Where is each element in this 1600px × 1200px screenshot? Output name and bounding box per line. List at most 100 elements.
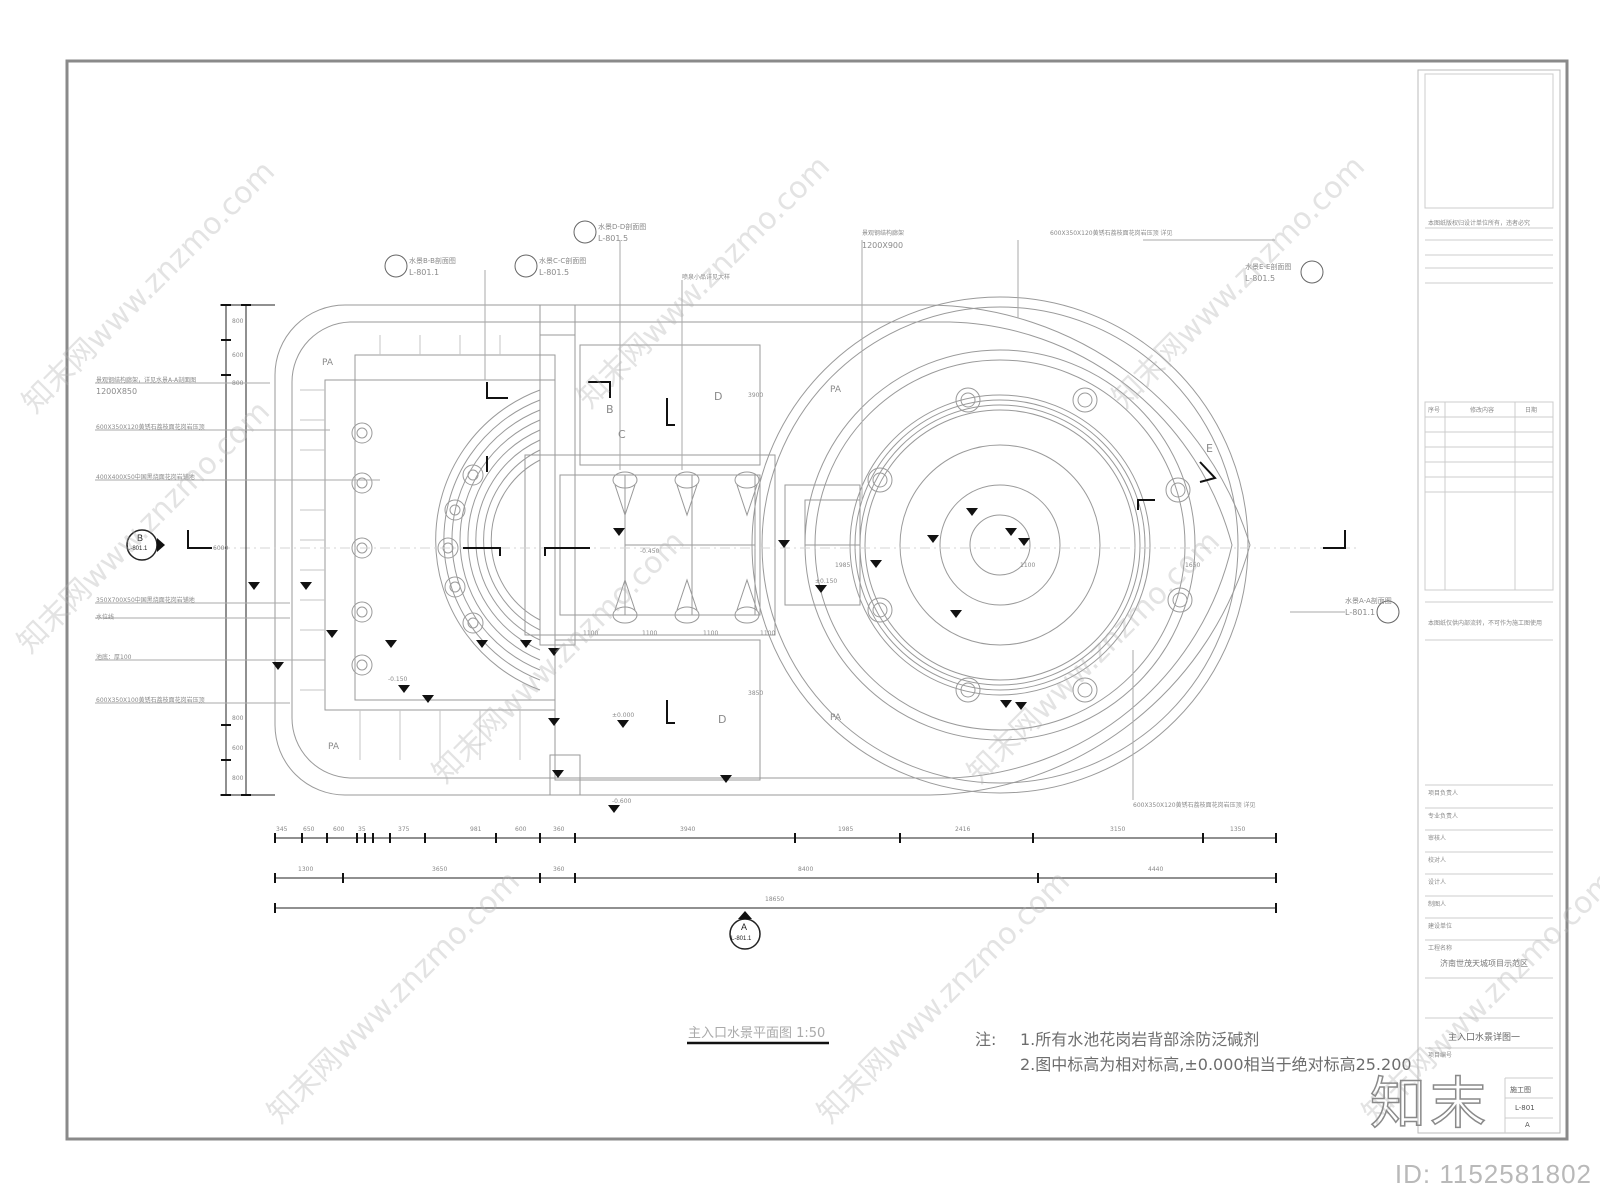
tb-sheet-label: 项目编号 [1428,1052,1453,1059]
dim-r1-8: 3940 [680,826,696,833]
dim-r2-4: 4440 [1148,866,1164,873]
leader-10: 水位线 [96,614,115,621]
leader-9: 350X700X50中国黑烧面花岗岩铺地 [96,597,195,604]
tb-row-0: 项目负责人 [1428,790,1459,797]
section-cut-marks [187,381,1346,724]
callout-d-ref: L-801.5 [598,234,629,243]
callout-b: 水景B-B剖面图 [409,257,456,265]
callout-a: 水景A-A剖面图 [1345,597,1392,605]
outer-frame [65,59,1569,1141]
tb-row-1: 专业负责人 [1428,813,1459,820]
dim-in-6: 1650 [1185,562,1201,569]
leader-7: 600X350X120黄锈石荔枝面花岗岩压顶 详见 [1050,230,1173,237]
image-id: ID: 1152581802 [1394,1159,1592,1189]
callout-a-ref: L-801.1 [1345,608,1376,617]
callout-e-ref: L-801.5 [1245,274,1276,283]
elev-4: -0.600 [612,798,632,805]
elev-3: -0.450 [640,548,660,555]
leader-1: 景观钢结构廊架，详见水景A-A剖面图 [96,377,197,384]
dim-r1-7: 360 [553,826,565,833]
tb-rev-h0: 序号 [1428,407,1441,414]
zone-d-1: D [714,390,723,403]
tb-row-4: 设计人 [1428,879,1447,886]
dim-r1-1: 650 [303,826,315,833]
dim-left-4: 800 [232,715,244,722]
dim-r2-2: 360 [553,866,565,873]
tb-row-3: 校对人 [1428,857,1447,864]
revision-table [1424,401,1554,591]
note-1: 1.所有水池花岗岩背部涂防泛碱剂 [1020,1030,1260,1049]
leader-13: 600X350X120黄锈石荔枝面花岗岩压顶 详见 [1133,802,1256,809]
ring-lamps [867,387,1193,703]
zone-e: E [1206,442,1213,455]
leader-11: 池底：厚100 [96,654,132,661]
drawing-title: 主入口水景平面图 1:50 [688,1026,826,1041]
tb-row-5: 制图人 [1428,901,1447,908]
zone-b: B [606,403,614,416]
tb-rev-h2: 日期 [1525,407,1538,414]
tb-stamp-note: 本图纸仅供内部流转，不可作为施工图使用 [1428,620,1543,627]
leader-lines [95,239,1345,800]
tb-rev-h1: 修改内容 [1470,407,1495,414]
callout-e: 水景E-E剖面图 [1245,263,1292,271]
dim-in-8: 3850 [748,690,764,697]
section-markers [126,529,761,950]
dim-in-4: 1985 [835,562,851,569]
dim-r1-11: 3150 [1110,826,1126,833]
elevation-markers [248,508,1030,813]
dim-r1-2: 600 [333,826,345,833]
dim-in-3: 1100 [760,630,776,637]
zone-pa-2: PA [328,742,340,752]
dim-left-1: 600 [232,352,244,359]
dim-in-7: 3900 [748,392,764,399]
water-feature-plan [200,296,1360,796]
dim-r1-10: 2416 [955,826,971,833]
dim-in-1: 1100 [642,630,658,637]
tb-row-7: 工程名称 [1428,945,1453,952]
leader-12: 600X350X100黄锈石荔枝面花岗岩压顶 [96,697,205,704]
dim-r1-12: 1350 [1230,826,1246,833]
dim-r1-6: 600 [515,826,527,833]
zone-d-2: D [718,713,727,726]
dim-left-2: 800 [232,380,244,387]
callout-d: 水景D-D剖面图 [598,223,647,231]
tb-row-2: 审核人 [1428,835,1447,842]
dim-r1-5: 981 [470,826,482,833]
tb-project-name: 济南世茂天城项目示范区 [1440,959,1528,968]
fountain-sculptures [612,471,760,624]
watermark-logo: 知末 [1369,1071,1490,1138]
dim-in-5: 1100 [1020,562,1036,569]
section-a-ref: L-801.1 [731,936,752,942]
dim-r1-4: 375 [398,826,410,833]
dim-r1-9: 1985 [838,826,854,833]
tb-sheet-title: 主入口水景详图一 [1448,1033,1521,1043]
zone-pa-4: PA [830,713,842,723]
callout-b-ref: L-801.1 [409,268,440,277]
leader-6: 喷泉小品详见大样 [682,274,731,281]
dim-r2-3: 8400 [798,866,814,873]
dim-in-0: 1100 [583,630,599,637]
dim-in-2: 1100 [703,630,719,637]
leader-3: 600X350X120黄锈石荔枝面花岗岩压顶 [96,424,205,431]
note-2: 2.图中标高为相对标高,±0.000相当于绝对标高25.200 [1020,1055,1412,1074]
elev-0: ±0.150 [815,578,838,585]
elev-1: ±0.000 [612,712,635,719]
leader-5: 1200X900 [862,241,904,250]
left-lamps [351,422,484,676]
dim-r1-3: 35 [358,826,366,833]
tb-company: 本图纸版权归设计单位所有，违者必究 [1428,220,1531,227]
dimension-lines [220,304,1276,909]
callout-c: 水景C-C剖面图 [539,257,587,265]
dim-r2-1: 3650 [432,866,448,873]
leader-4: 景观钢结构廊架 [862,230,905,237]
dim-left-0: 800 [232,318,244,325]
callout-bubbles [384,220,1400,624]
dim-left-6: 800 [232,775,244,782]
zone-pa-1: PA [322,358,334,368]
tb-size: A [1525,1121,1530,1129]
dimension-ticks [221,304,1277,913]
title-block-frame [1417,69,1561,1134]
dim-left-3: 6000 [213,545,229,552]
dim-r2-0: 1300 [298,866,314,873]
